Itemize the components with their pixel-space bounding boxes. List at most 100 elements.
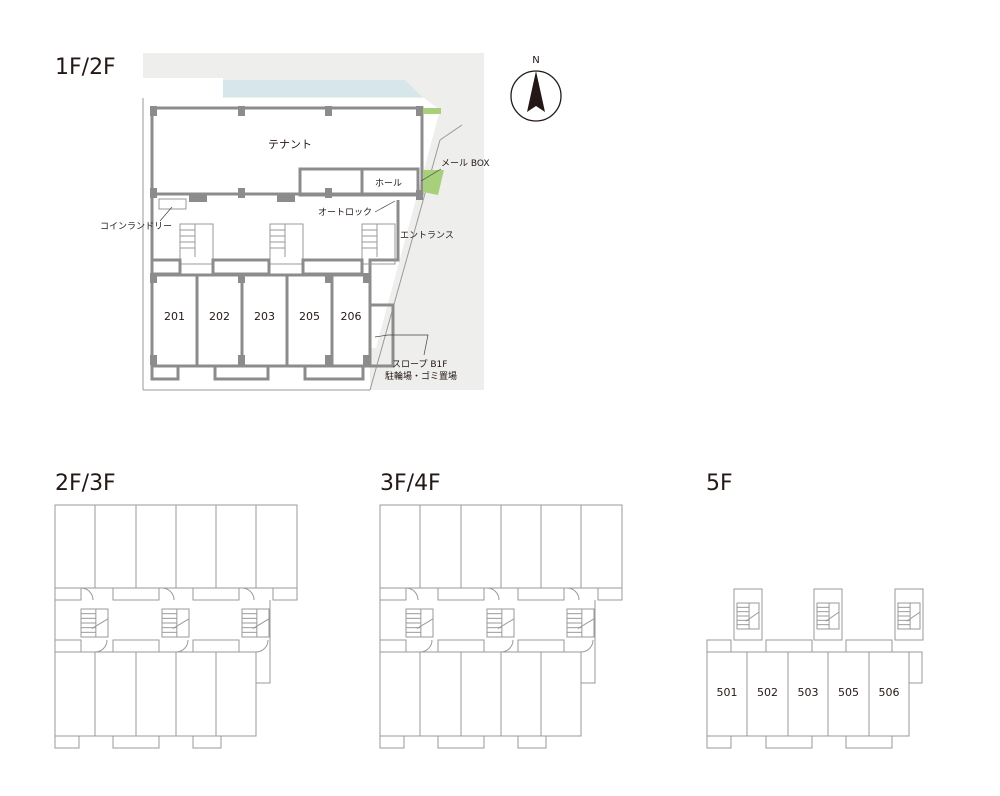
storage-box xyxy=(765,639,813,653)
structural-columns xyxy=(150,106,423,202)
door-swing xyxy=(94,639,108,653)
stair-3 xyxy=(361,223,396,265)
unit-label-502: 502 xyxy=(757,686,778,699)
label-hall: ホール xyxy=(375,178,402,189)
slope-area xyxy=(380,320,484,390)
balcony xyxy=(517,735,547,749)
storage-box xyxy=(437,639,485,653)
stair-1 xyxy=(179,223,214,265)
unit-209 xyxy=(135,504,177,589)
unit-208 xyxy=(94,504,137,589)
storage-box xyxy=(597,587,623,601)
storage-box xyxy=(192,587,240,601)
unit-308 xyxy=(419,504,462,589)
label-autolock: オートロック xyxy=(318,207,372,218)
unit-label-501: 501 xyxy=(717,686,738,699)
door-swing xyxy=(566,587,580,601)
unit-312 xyxy=(580,504,623,589)
balcony xyxy=(706,735,732,749)
floor-plan-3f4f xyxy=(379,504,623,749)
unit-405 xyxy=(500,651,542,737)
planter-strip xyxy=(423,108,441,114)
door-swing xyxy=(175,639,189,653)
stair-icon xyxy=(405,608,434,638)
stair-tower xyxy=(813,588,843,641)
storage-box xyxy=(54,587,82,601)
floor-title-2f3f: 2F/3F xyxy=(55,471,116,496)
label-mailbox: メール BOX xyxy=(441,159,490,169)
door-swing xyxy=(255,639,269,653)
column xyxy=(238,355,245,365)
unit-402 xyxy=(419,651,462,737)
storage-box xyxy=(192,639,240,653)
storage-box xyxy=(112,639,160,653)
unit-label-201: 201 xyxy=(164,310,185,323)
stair-icon xyxy=(80,608,109,638)
storage-box xyxy=(379,587,407,601)
unit-label-205: 205 xyxy=(299,310,320,323)
unit-label-503: 503 xyxy=(798,686,819,699)
door-swing xyxy=(161,587,175,601)
stair-icon xyxy=(897,602,921,630)
label-slope-b1f: スロープ B1F xyxy=(392,359,447,370)
stair-icon xyxy=(486,608,515,638)
door-swing xyxy=(241,587,255,601)
north-arrow-icon xyxy=(527,71,545,112)
unit-210 xyxy=(175,504,217,589)
unit-307 xyxy=(379,504,421,589)
storage-box xyxy=(517,587,565,601)
column xyxy=(150,355,157,365)
column xyxy=(325,355,332,365)
balcony xyxy=(437,735,485,749)
stair-icon xyxy=(161,608,190,638)
door-swing xyxy=(419,639,433,653)
unit-207 xyxy=(54,504,96,589)
unit-503 xyxy=(787,651,829,737)
unit-309 xyxy=(460,504,502,589)
hall-room xyxy=(360,167,420,197)
balcony xyxy=(765,735,813,749)
column xyxy=(238,273,245,283)
compass-north-label: N xyxy=(532,55,539,66)
door-swing xyxy=(80,587,94,601)
balcony-row xyxy=(150,364,365,381)
unit-302 xyxy=(94,651,137,737)
floor-title-3f4f: 3F/4F xyxy=(380,471,441,496)
storage-box xyxy=(437,587,485,601)
stair-icon xyxy=(241,608,270,638)
balcony xyxy=(192,735,222,749)
column xyxy=(325,273,332,283)
unit-306 xyxy=(215,651,257,737)
balcony xyxy=(379,735,405,749)
storage-box xyxy=(845,639,893,653)
north-compass: N xyxy=(510,55,562,122)
building-plot xyxy=(143,78,440,390)
unit-401 xyxy=(379,651,421,737)
unit-310 xyxy=(500,504,542,589)
stair-2 xyxy=(269,223,304,265)
site-road xyxy=(370,60,484,390)
unit-406 xyxy=(540,651,582,737)
label-bicycle-garbage: 駐輪場・ゴミ置場 xyxy=(385,370,457,382)
unit-303 xyxy=(135,651,177,737)
column xyxy=(150,273,157,283)
plot-notch xyxy=(143,78,223,98)
unit-212 xyxy=(255,504,298,589)
storage-box xyxy=(517,639,565,653)
unit-label-206: 206 xyxy=(341,310,362,323)
unit-label-505: 505 xyxy=(838,686,859,699)
stair-icon xyxy=(816,602,840,630)
balcony xyxy=(112,735,160,749)
door-swing xyxy=(580,639,594,653)
stair-icon xyxy=(566,608,595,638)
unit-label-203: 203 xyxy=(254,310,275,323)
unit-403 xyxy=(460,651,502,737)
storage-box xyxy=(379,639,407,653)
stair-tower xyxy=(733,588,763,641)
unit-301 xyxy=(54,651,96,737)
storage-box xyxy=(706,639,732,653)
laundry-machine xyxy=(158,198,187,210)
unit-311 xyxy=(540,504,582,589)
label-coin-laundry: コインランドリー xyxy=(100,221,172,232)
